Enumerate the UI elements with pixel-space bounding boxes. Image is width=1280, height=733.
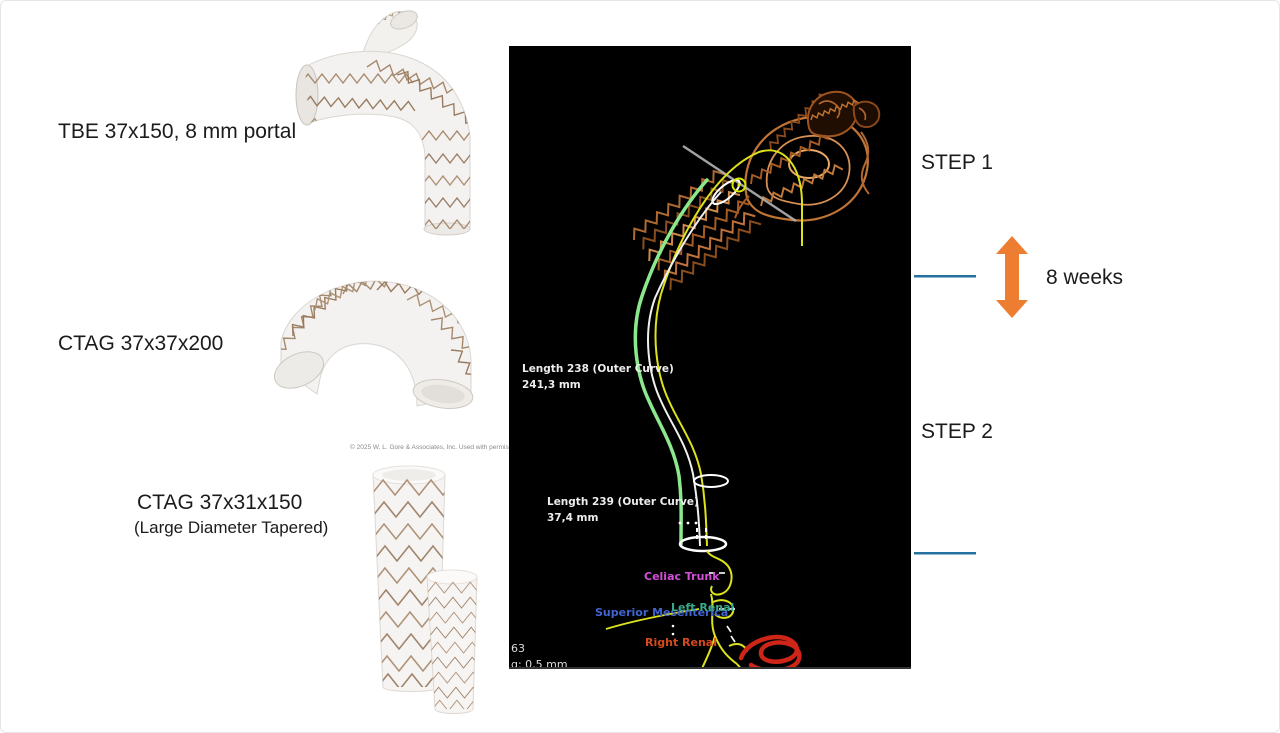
vessel-label-right-renal: Right Renal [645, 636, 717, 649]
measurement-2-name: Length 239 (Outer Curve) [547, 496, 699, 508]
device-sublabel-ctag-tapered: (Large Diameter Tapered) [134, 518, 329, 537]
step1-label: STEP 1 [921, 151, 993, 174]
arch-inner-curve [660, 149, 803, 295]
vessel-label-superior-mesenteric: Superior Mesenterica [595, 606, 728, 619]
ct-angiography-image: Length 238 (Outer Curve) 241,3 mm Length… [509, 46, 911, 683]
arch-target-marker [731, 177, 747, 193]
double-headed-arrow [996, 236, 1028, 318]
device-image-ctag-arch [273, 280, 474, 409]
lumen-centerline [647, 191, 722, 547]
device-label-tbe: TBE 37x150, 8 mm portal [58, 120, 297, 143]
vessel-label-celiac-trunk: Celiac Trunk [644, 570, 720, 583]
inner-curve-centerline [654, 293, 708, 547]
measurement-1-name: Length 238 (Outer Curve) [522, 363, 674, 375]
plane-marker-mid [693, 474, 729, 488]
copyright-text: © 2025 W. L. Gore & Associates, Inc. Use… [350, 444, 523, 451]
marker-line-rect [914, 552, 976, 555]
step2-marker-line [914, 552, 976, 555]
marker-line-rect [914, 275, 976, 278]
device-label-ctag-tapered: CTAG 37x31x150 [137, 491, 303, 514]
device-label-ctag-arch: CTAG 37x37x200 [58, 332, 224, 355]
pigtail-catheter [738, 634, 802, 673]
measurement-2-value: 37,4 mm [547, 512, 599, 524]
plane-marker-distal [678, 535, 728, 553]
ct-angiography-canvas: Length 238 (Outer Curve) 241,3 mm Length… [509, 46, 911, 683]
step2-label: STEP 2 [921, 420, 993, 443]
measurement-1-value: 241,3 mm [522, 379, 581, 391]
stent-wireframe-arch [734, 90, 870, 222]
device-image-tbe [295, 10, 471, 236]
vessel-label-left-renal: Left Renal [671, 601, 734, 614]
arch-target-dot [737, 183, 741, 187]
stent-wireframe-branch [806, 90, 881, 138]
interval-arrow [996, 236, 1028, 318]
step1-marker-line [914, 275, 976, 278]
outer-curve-centerline [633, 178, 709, 546]
arch-plane-marker [711, 178, 741, 206]
branch-dashes [671, 572, 736, 643]
ct-bottom-edge [509, 667, 911, 669]
interval-label: 8 weeks [1046, 266, 1124, 289]
corner-readout-line1: 63 [511, 642, 525, 655]
dotted-segment [678, 521, 707, 541]
device-image-ctag-tapered [372, 465, 478, 714]
